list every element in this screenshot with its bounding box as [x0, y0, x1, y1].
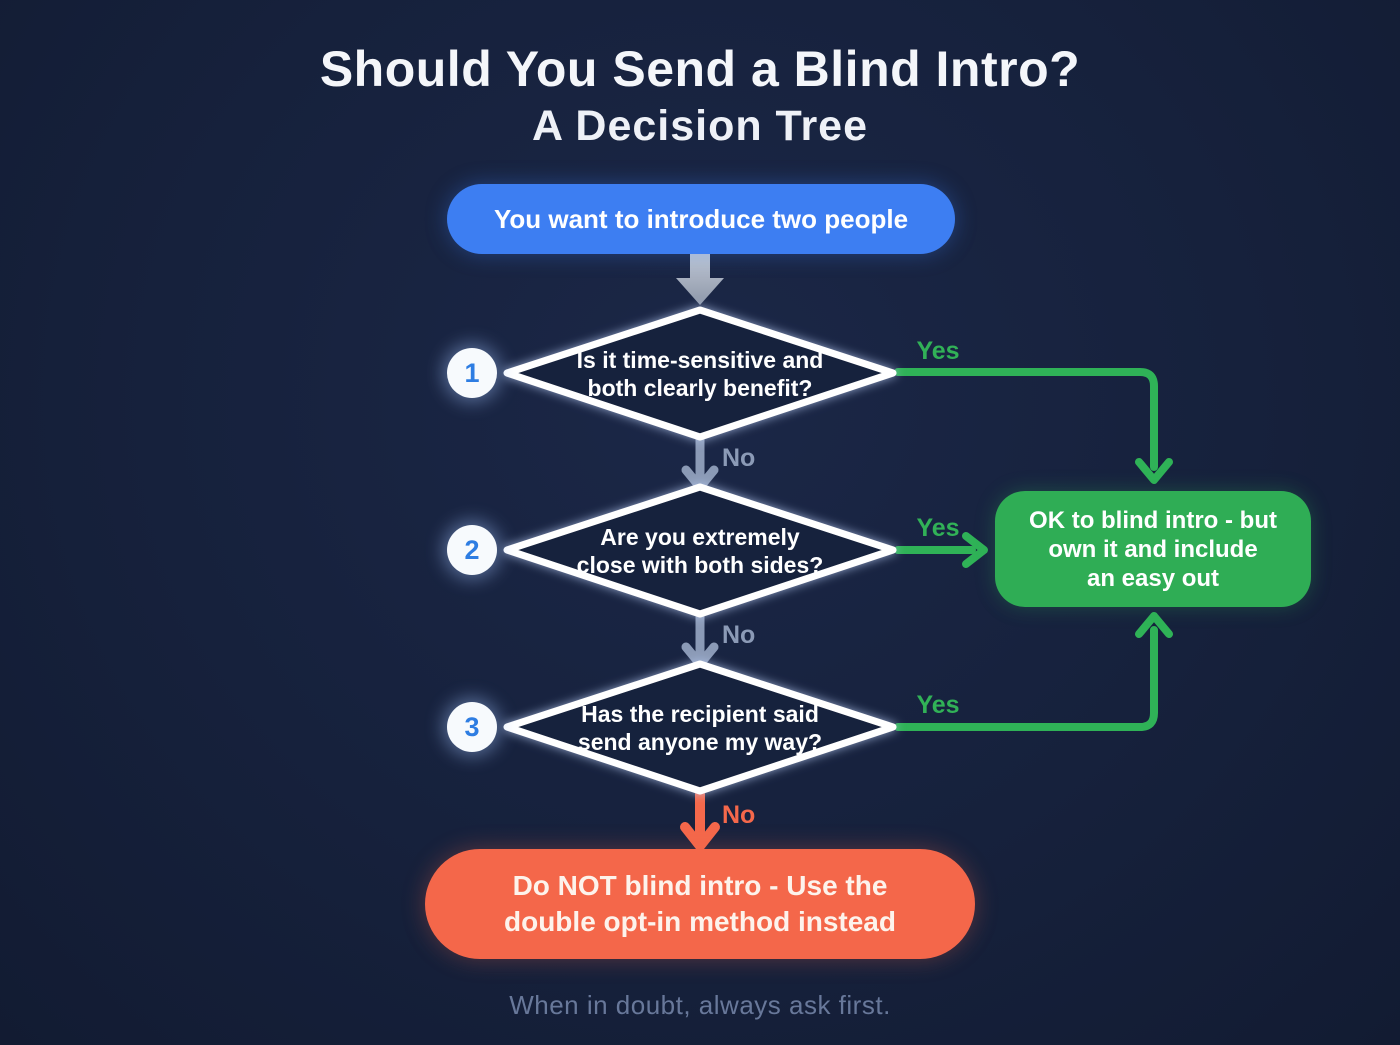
footer-note: When in doubt, always ask first. — [509, 990, 891, 1020]
outcome-ok-line2: own it and include — [1048, 535, 1258, 563]
decision-question-3-line1: Has the recipient said — [581, 701, 819, 727]
no-label-1: No — [722, 444, 756, 472]
decision-question-1-line2: both clearly benefit? — [587, 375, 813, 401]
yes-arrow-3 — [894, 612, 1173, 731]
page-subtitle: A Decision Tree — [531, 102, 869, 150]
outcome-not-line1: Do NOT blind intro - Use the — [512, 870, 888, 901]
outcome-not-line2: double opt-in method instead — [504, 906, 896, 937]
decision-diamond-3 — [503, 660, 897, 795]
step-badge-1-number: 1 — [464, 357, 480, 388]
outcome-ok-line3: an easy out — [1086, 564, 1220, 592]
start-node-label: You want to introduce two people — [493, 203, 909, 234]
decision-question-1: Is it time-sensitive and both clearly be… — [530, 344, 870, 404]
start-arrow — [676, 252, 724, 305]
no-arrow-3 — [680, 789, 720, 851]
step-badge-3-number: 3 — [464, 711, 480, 742]
yes-arrow-1 — [894, 368, 1173, 484]
yes-label-3: Yes — [916, 691, 960, 719]
decision-question-3: Has the recipient said send anyone my wa… — [530, 698, 870, 758]
decision-question-3-line2: send anyone my way? — [577, 729, 823, 755]
no-label-2: No — [722, 621, 756, 649]
start-node: You want to introduce two people — [447, 184, 955, 254]
yes-arrow-2 — [894, 532, 988, 568]
decision-question-2-line1: Are you extremely — [600, 524, 800, 550]
no-arrow-2 — [681, 612, 719, 669]
decision-question-2-line2: close with both sides? — [576, 552, 824, 578]
outcome-ok-line1: OK to blind intro - but — [1029, 506, 1277, 534]
decision-diamond-1 — [503, 306, 897, 441]
no-label-3: No — [722, 801, 756, 829]
decision-diamond-2 — [503, 483, 897, 618]
yes-label-1: Yes — [916, 337, 960, 365]
outcome-not-box: Do NOT blind intro - Use the double opt-… — [425, 849, 975, 959]
decision-question-1-line1: Is it time-sensitive and — [576, 347, 824, 373]
step-badge-1: 1 — [447, 348, 497, 398]
step-badge-3: 3 — [447, 702, 497, 752]
decision-question-2: Are you extremely close with both sides? — [530, 521, 870, 581]
step-badge-2: 2 — [447, 525, 497, 575]
outcome-ok-box: OK to blind intro - but own it and inclu… — [995, 491, 1311, 607]
no-arrow-1 — [681, 435, 719, 492]
page-title: Should You Send a Blind Intro? — [319, 41, 1081, 97]
yes-label-2: Yes — [916, 514, 960, 542]
step-badge-2-number: 2 — [464, 534, 480, 565]
